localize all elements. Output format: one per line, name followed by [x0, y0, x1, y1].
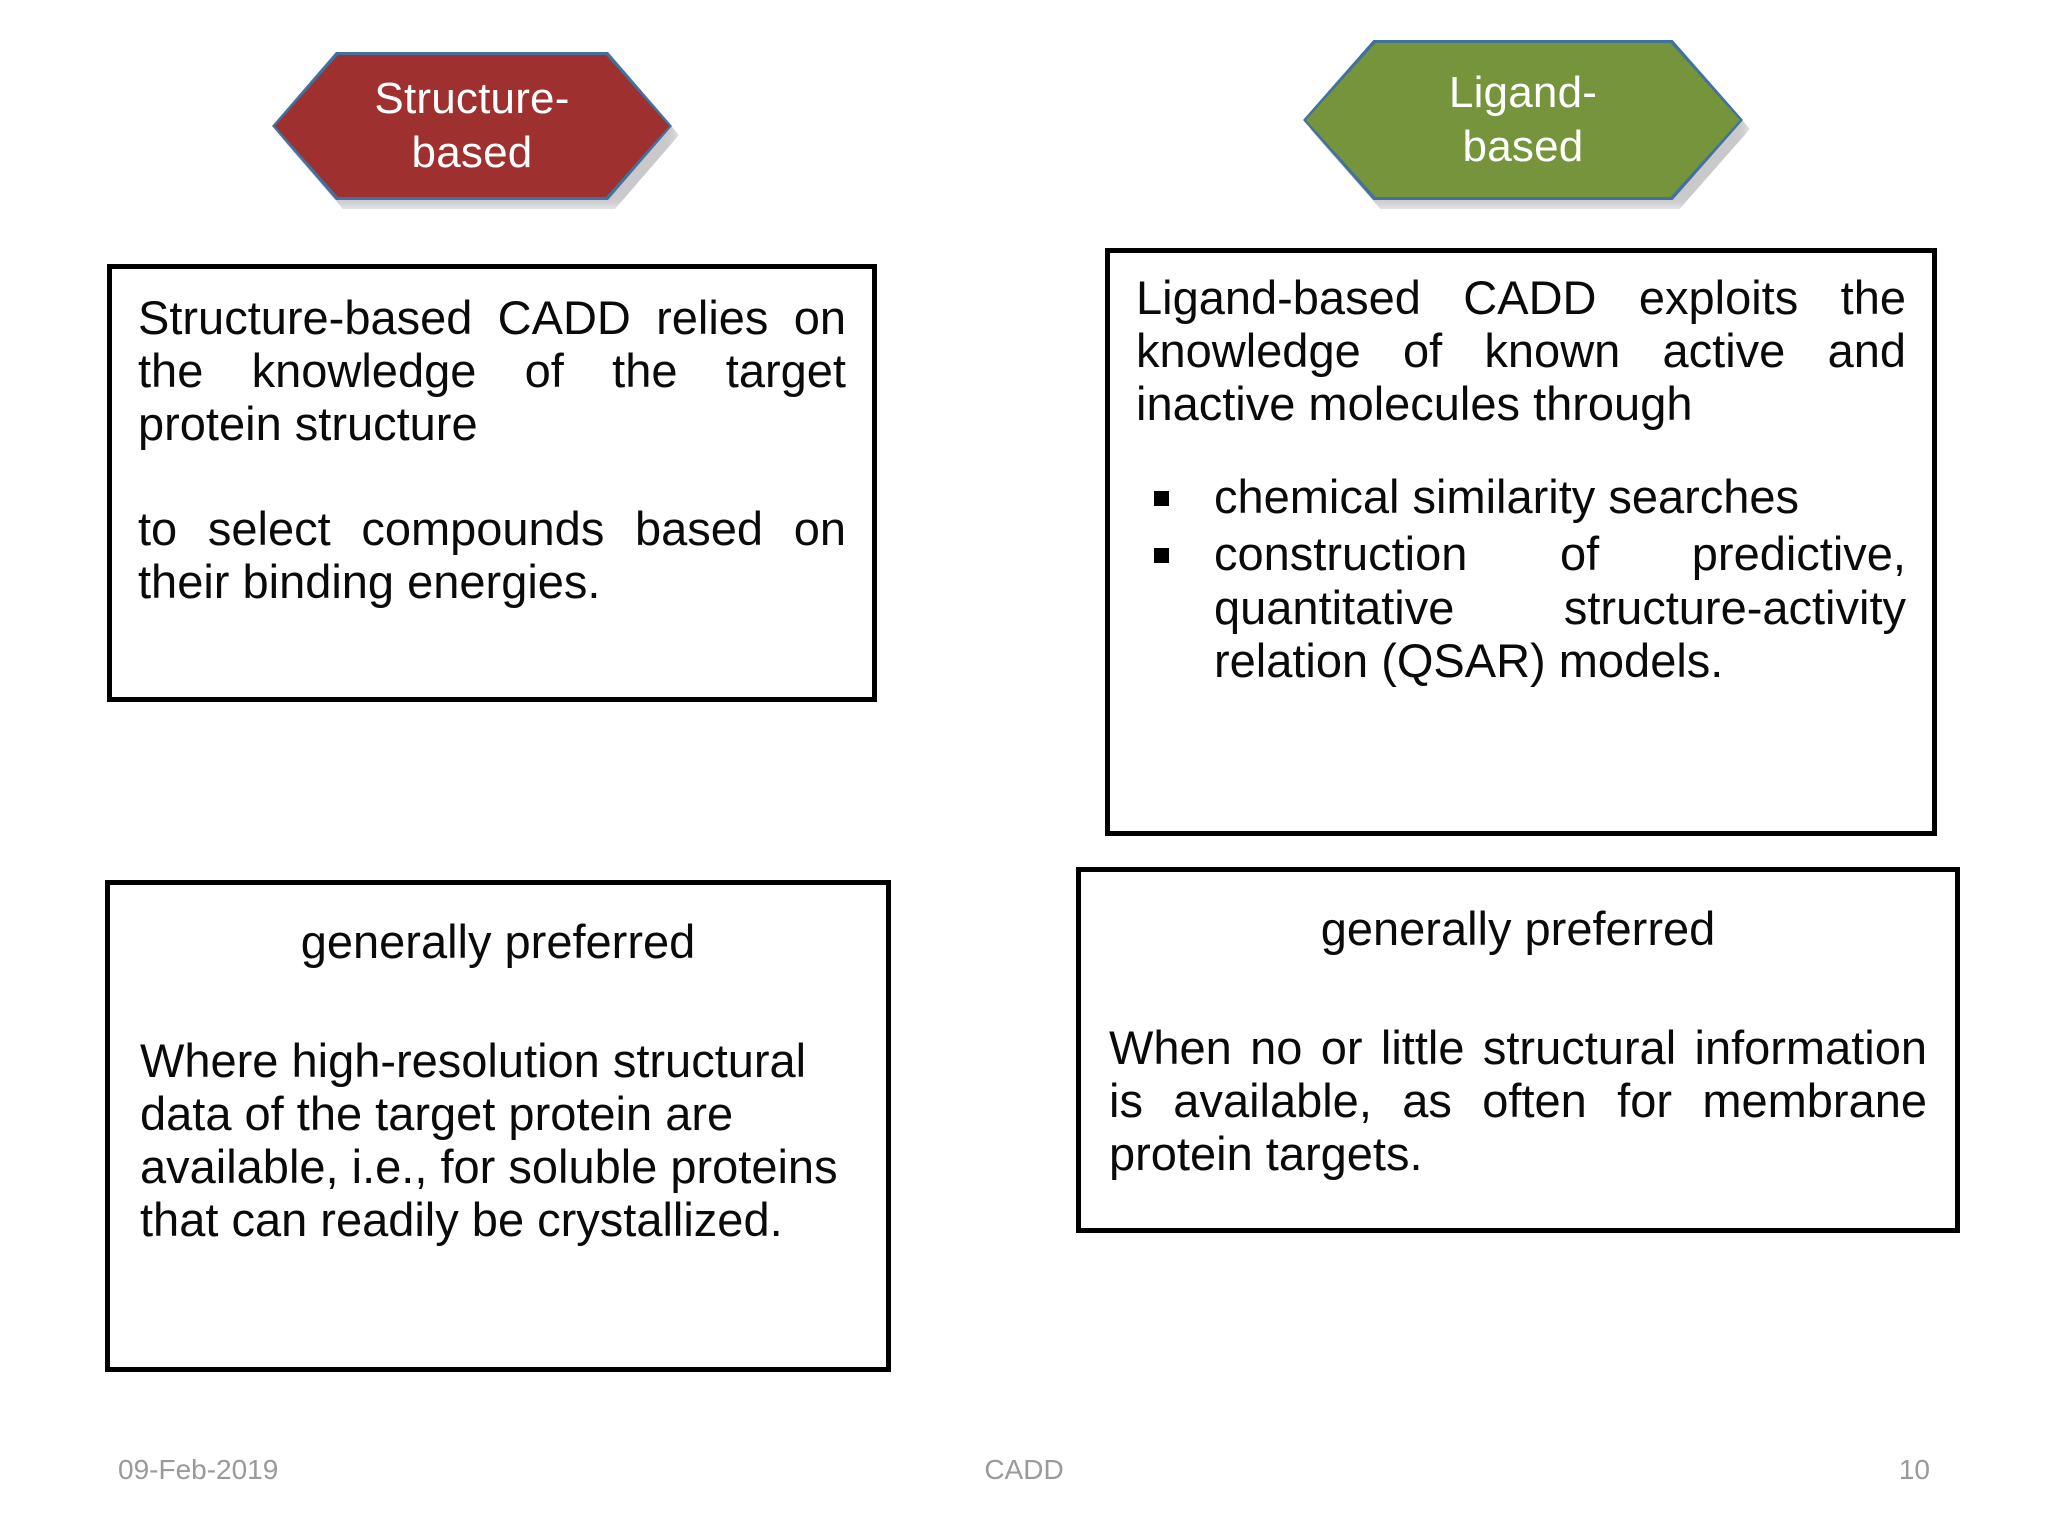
- ligand-definition-paragraph-1: Ligand-based CADD exploits the knowledge…: [1136, 271, 1906, 431]
- structure-definition-paragraph-2: to select compounds based on their bindi…: [138, 502, 846, 609]
- structure-based-header[interactable]: Structure- based: [272, 52, 679, 209]
- ligand-based-label: Ligand- based: [1448, 68, 1598, 171]
- list-item-label: chemical similarity searches: [1214, 470, 1800, 524]
- hexagon-fill-red: [275, 55, 669, 197]
- footer-title: CADD: [984, 1454, 1064, 1485]
- paragraph-spacer: [140, 968, 856, 1034]
- structure-preference-heading: generally preferred: [300, 915, 696, 968]
- hexagon-fill-green: [1306, 43, 1740, 197]
- slide-footer: 09-Feb-2019 CADD 10: [0, 1448, 2048, 1492]
- paragraph-spacer: [1109, 955, 1927, 1021]
- paragraph-spacer: [1136, 430, 1906, 470]
- ligand-definition-box: Ligand-based CADD exploits the knowledge…: [1105, 248, 1937, 836]
- ligand-preference-heading: generally preferred: [1320, 902, 1716, 955]
- ligand-based-header[interactable]: Ligand- based: [1303, 40, 1750, 209]
- list-item-label: construction of predictive, quantitative…: [1214, 527, 1906, 687]
- ligand-methods-list: chemical similarity searches constructio…: [1136, 470, 1906, 687]
- bullet-square-icon: [1154, 548, 1169, 564]
- footer-page-number: 10: [1898, 1454, 1930, 1485]
- ligand-preference-body: When no or little structural information…: [1109, 1021, 1927, 1181]
- footer-date: 09-Feb-2019: [118, 1454, 279, 1485]
- structure-definition-box: Structure-based CADD relies on the knowl…: [107, 264, 877, 702]
- structure-definition-paragraph-1: Structure-based CADD relies on the knowl…: [138, 291, 846, 451]
- paragraph-spacer: [138, 450, 846, 502]
- structure-preference-box: generally preferred Where high-resolutio…: [105, 880, 891, 1372]
- bullet-square-icon: [1154, 491, 1169, 507]
- list-item: construction of predictive, quantitative…: [1136, 527, 1906, 687]
- structure-preference-body: Where high-resolution structural data of…: [140, 1034, 838, 1247]
- list-item: chemical similarity searches: [1136, 470, 1906, 523]
- ligand-preference-box: generally preferred When no or little st…: [1076, 867, 1960, 1233]
- structure-based-label: Structure- based: [374, 74, 570, 177]
